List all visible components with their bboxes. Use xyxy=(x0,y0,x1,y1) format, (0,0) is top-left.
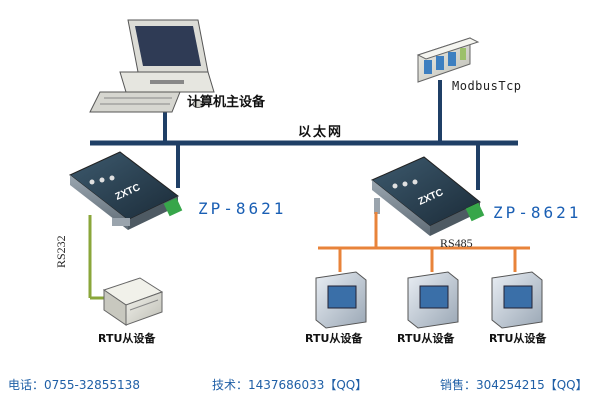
rtu-device-2-icon xyxy=(407,271,459,329)
modbus-plc-icon xyxy=(416,37,480,83)
ethernet-label: 以太网 xyxy=(298,125,344,140)
gateway-left-model: ZP-8621 xyxy=(198,199,287,218)
gateway-right-icon xyxy=(371,156,485,236)
rtu-device-3-icon xyxy=(491,271,543,329)
footer-phone: 电话：0755-32855138 xyxy=(8,378,140,392)
rtu-plc-icon xyxy=(102,277,164,326)
rtu-label-4: RTU从设备 xyxy=(489,332,547,345)
rs485-label: RS485 xyxy=(440,236,473,250)
rs232-link xyxy=(88,215,108,300)
modbus-tcp-label: ModbusTcp xyxy=(452,79,522,93)
footer-tech-qq: 技术：1437686033【QQ】 xyxy=(212,378,368,392)
rs232-label: RS232 xyxy=(54,235,68,268)
rtu-label-2: RTU从设备 xyxy=(305,332,363,345)
rs485-bus xyxy=(318,212,530,272)
footer-sales-qq: 销售：304254215【QQ】 xyxy=(440,378,588,392)
gateway-left-icon xyxy=(69,151,183,230)
pc-label: 计算机主设备 xyxy=(187,95,266,110)
computer-icon xyxy=(89,19,215,113)
gateway-right-model: ZP-8621 xyxy=(493,203,582,222)
rtu-device-1-icon xyxy=(315,271,367,329)
rtu-label-1: RTU从设备 xyxy=(98,332,156,345)
rtu-label-3: RTU从设备 xyxy=(397,332,455,345)
